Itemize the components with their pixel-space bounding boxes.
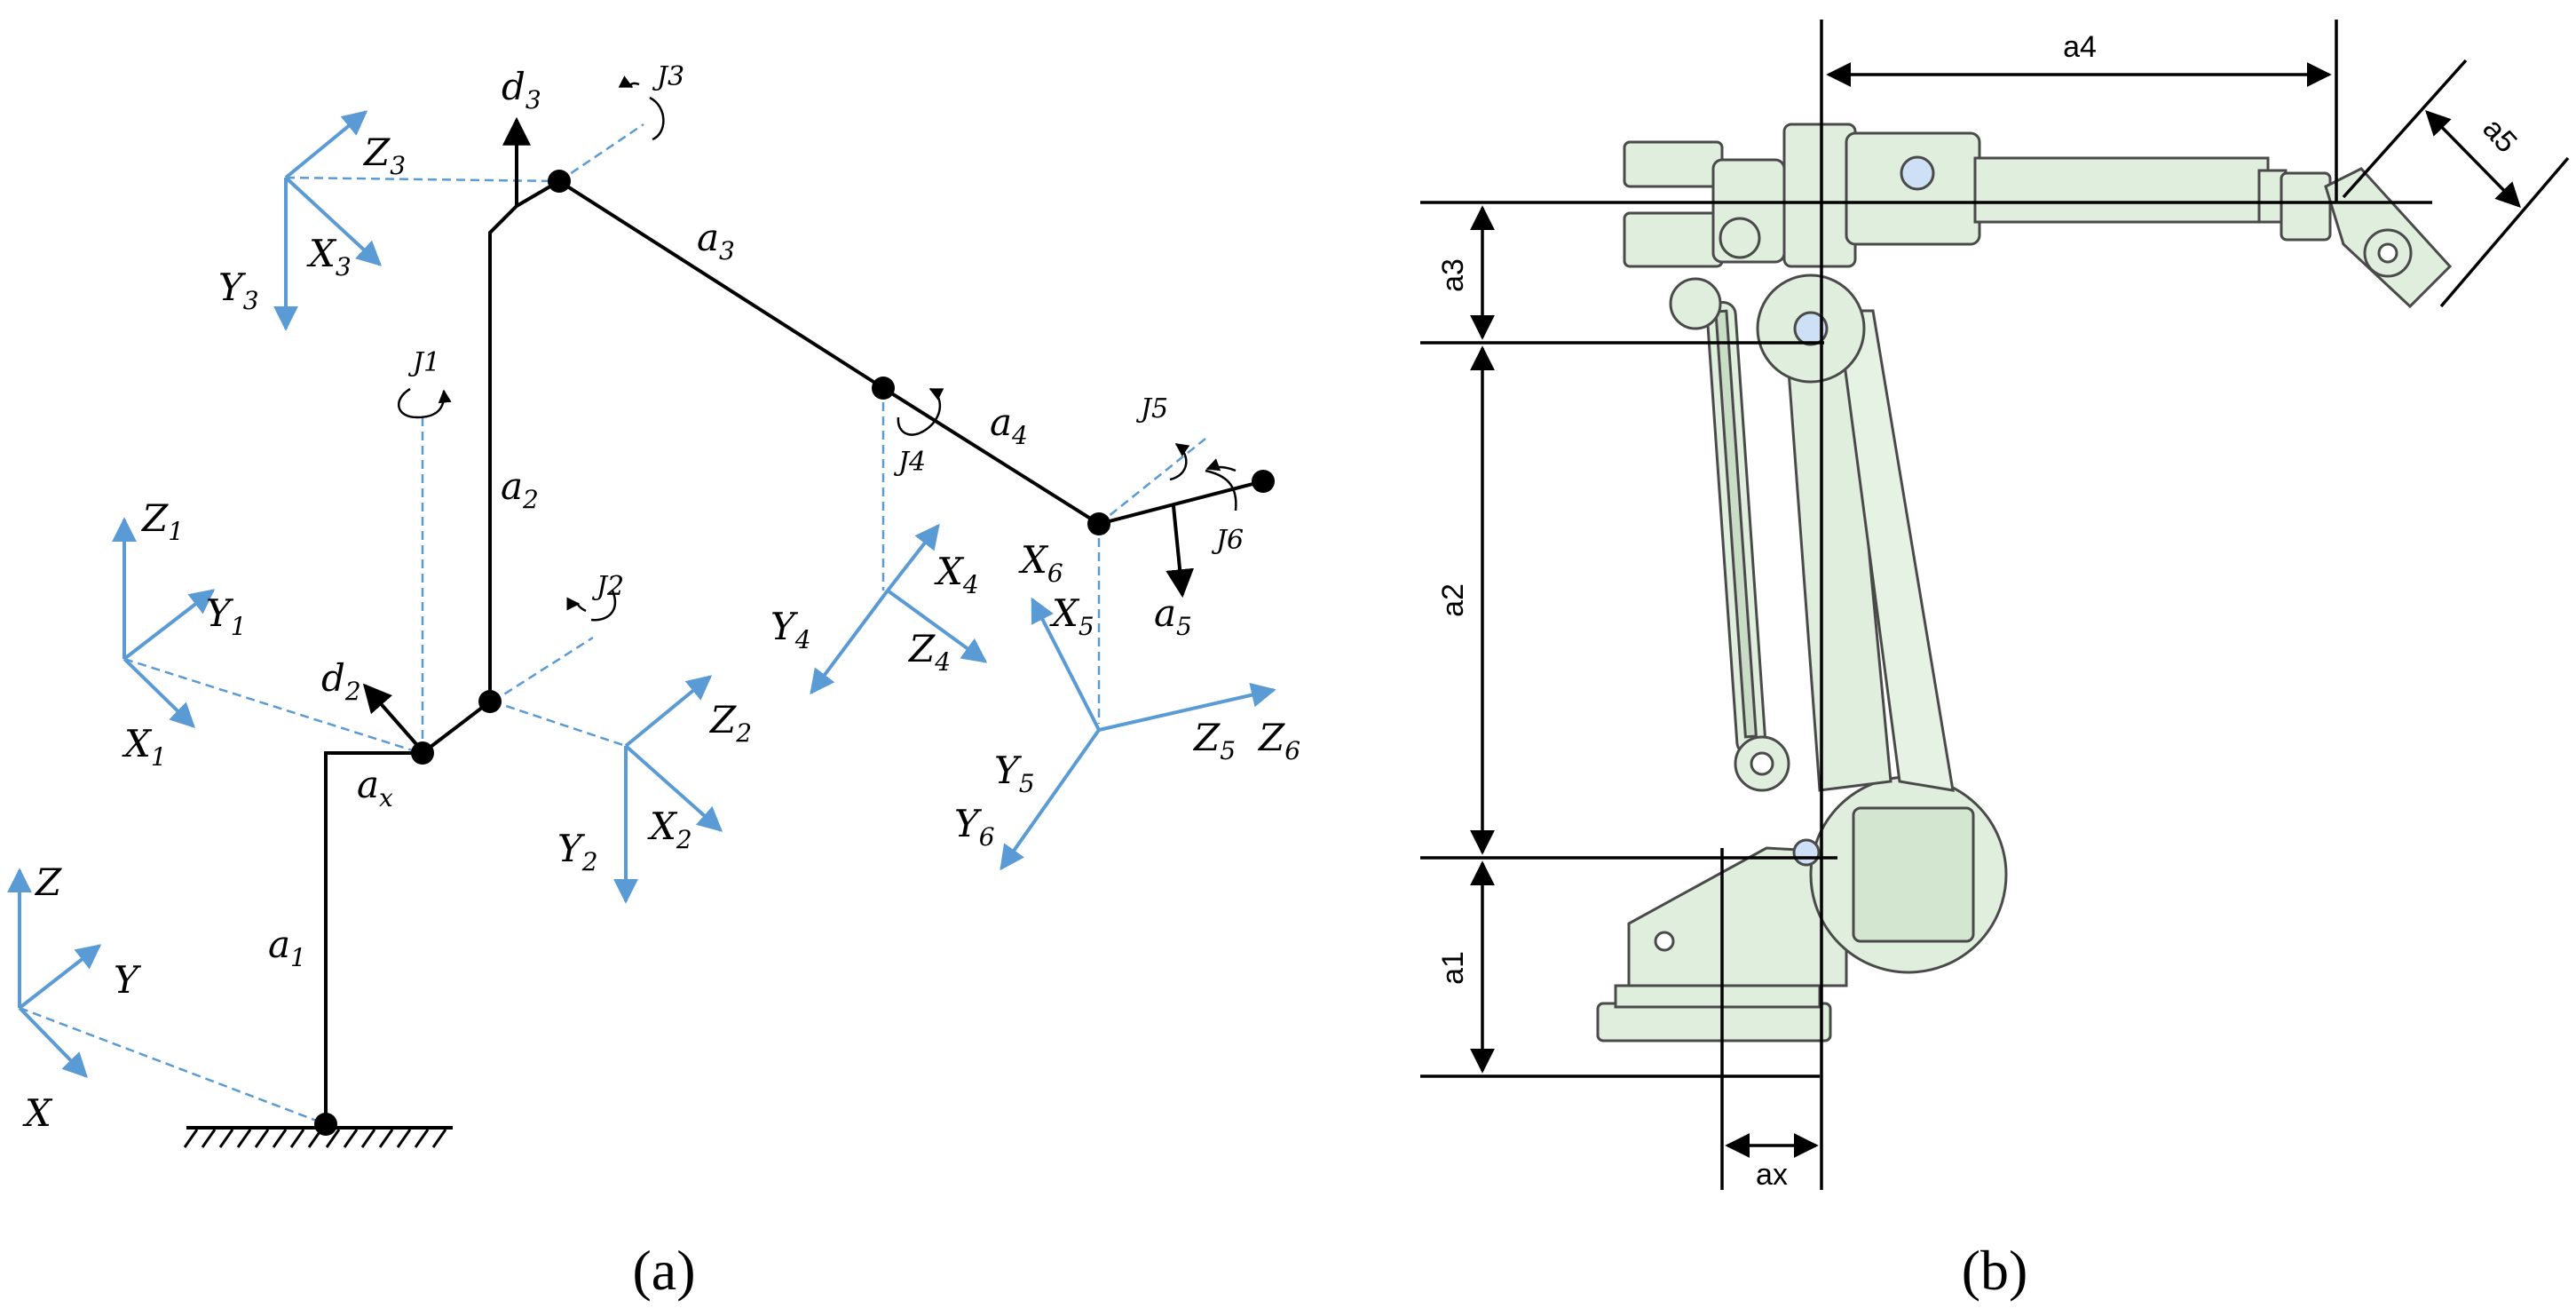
label-ax: ax [357,763,393,813]
joint-6 [1252,470,1275,493]
label-j5: J5 [1135,393,1168,424]
label-a1: a1 [268,923,306,972]
joint-rotation-arrows [397,75,1237,622]
joint-3 [548,170,571,193]
label-y6: Y6 [954,802,995,852]
dimension-lines [1420,20,2570,1190]
label-x3: X3 [306,232,352,281]
label-y1: Y1 [206,591,247,641]
label-world-z: Z [34,860,62,904]
dim-a3: a3 [1436,258,1470,292]
robot-illustration [1596,123,2453,1042]
label-x1: X1 [122,722,167,772]
label-y2: Y2 [557,827,598,876]
joint-nodes [314,170,1275,1136]
frame-axes [6,110,1276,1079]
dim-ax: ax [1756,1158,1788,1192]
dim-a5: a5 [2476,112,2524,160]
label-world-x: X [22,1091,53,1135]
joint-5 [1087,512,1110,535]
label-j2: J2 [591,571,624,602]
dashed-reference-lines [19,123,1206,1126]
label-z4: Z4 [907,627,951,677]
caption-b: (b) [1962,1239,2028,1302]
label-j3: J3 [652,61,684,92]
label-x2: X2 [647,805,692,854]
label-z3: Z3 [362,131,406,180]
label-world-y: Y [114,958,142,1002]
robot-links [324,116,1264,1124]
joint-2 [478,690,502,713]
dim-a2: a2 [1436,583,1470,617]
panel-a-kinematic-diagram: Z Y X Z1 Y1 X1 Z2 Y2 X2 Z3 X3 Y3 X4 Y4 Z… [6,61,1300,1302]
label-j6: J6 [1211,525,1244,556]
label-a2: a2 [501,464,539,514]
label-d3: d3 [502,65,541,115]
label-y4: Y4 [770,605,811,654]
panel-b-dimensioned-robot: a4 a3 a2 a1 ax a5 (b) [1420,20,2570,1302]
joint-base [314,1113,337,1136]
label-a3: a3 [697,216,735,266]
label-a5: a5 [1154,591,1192,641]
label-j1: J1 [407,347,440,378]
panel-a-labels: Z Y X Z1 Y1 X1 Z2 Y2 X2 Z3 X3 Y3 X4 Y4 Z… [22,65,1300,1135]
dim-a4: a4 [2063,30,2097,64]
label-y5: Y5 [994,749,1035,798]
joint-labels: J1 J2 J3 J4 J5 J6 [407,61,1244,602]
joint-4 [872,377,895,400]
dim-a1: a1 [1436,951,1470,985]
caption-a: (a) [632,1239,695,1302]
label-j4: J4 [893,447,926,478]
label-z2: Z2 [708,698,752,748]
label-d2: d2 [321,656,361,706]
label-z1: Z1 [140,496,184,546]
label-x4: X4 [934,550,979,599]
label-x5: X5 [1049,591,1094,641]
joint-ax [411,741,434,765]
label-z5: Z5 [1192,716,1236,765]
label-z6: Z6 [1257,716,1300,765]
label-x6: X6 [1018,538,1063,588]
label-y3: Y3 [218,266,259,315]
label-a4: a4 [990,400,1028,450]
